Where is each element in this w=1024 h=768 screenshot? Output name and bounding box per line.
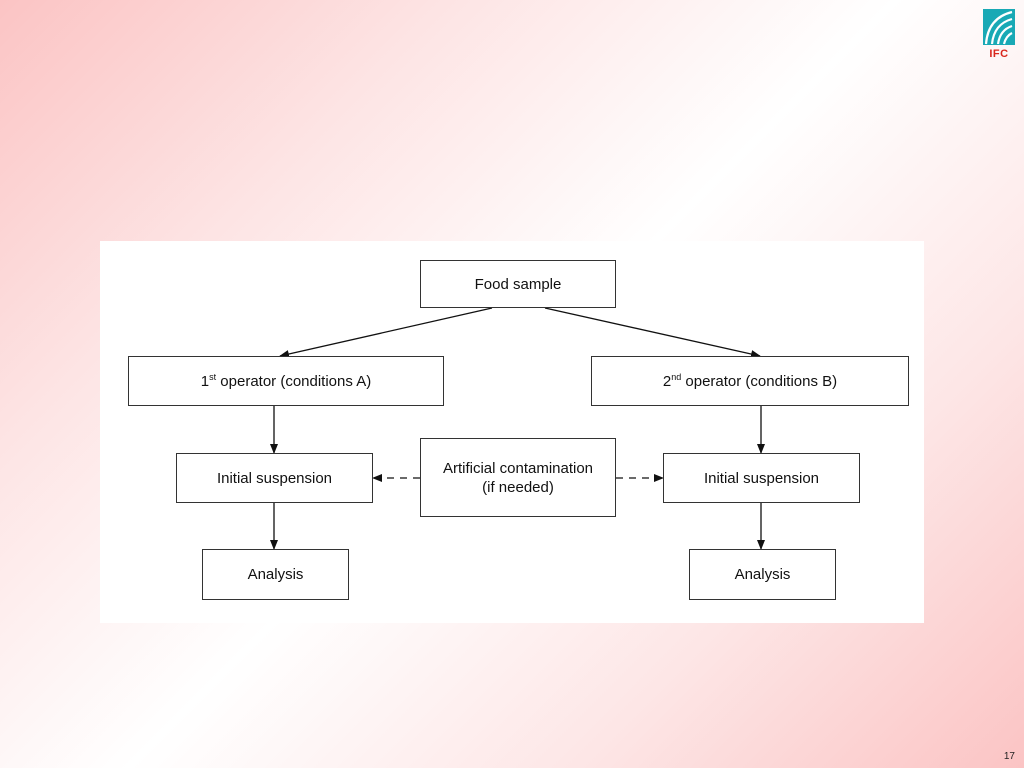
arrow-food-to-op2 <box>544 307 761 358</box>
initial-suspension-left-label: Initial suspension <box>216 469 333 487</box>
ifc-logo-icon <box>983 9 1015 45</box>
initial-suspension-left-box: Initial suspension <box>176 453 373 503</box>
slide-number: 17 <box>1003 751 1015 762</box>
logo-text: IFC <box>989 48 1009 60</box>
food-sample-label: Food sample <box>474 275 562 293</box>
flow-diagram: Food sample 1st operator (conditions A) … <box>100 241 924 623</box>
operator-1-box: 1st operator (conditions A) <box>128 356 444 406</box>
operator-2-box: 2nd operator (conditions B) <box>591 356 909 406</box>
diagram-connectors <box>270 307 765 550</box>
food-sample-box: Food sample <box>420 260 616 308</box>
operator-1-label: 1st operator (conditions A) <box>200 371 372 390</box>
arrow-food-to-op1 <box>279 307 493 358</box>
initial-suspension-right-label: Initial suspension <box>703 469 820 487</box>
artificial-contamination-box: Artificial contamination (if needed) <box>420 438 616 517</box>
initial-suspension-right-box: Initial suspension <box>663 453 860 503</box>
analysis-left-box: Analysis <box>202 549 349 600</box>
analysis-left-label: Analysis <box>247 566 304 583</box>
analysis-right-label: Analysis <box>734 566 791 583</box>
analysis-right-box: Analysis <box>689 549 836 600</box>
ifc-logo: IFC <box>982 8 1016 64</box>
operator-2-label: 2nd operator (conditions B) <box>662 371 838 390</box>
artificial-contamination-label: Artificial contamination (if needed) <box>442 459 594 496</box>
